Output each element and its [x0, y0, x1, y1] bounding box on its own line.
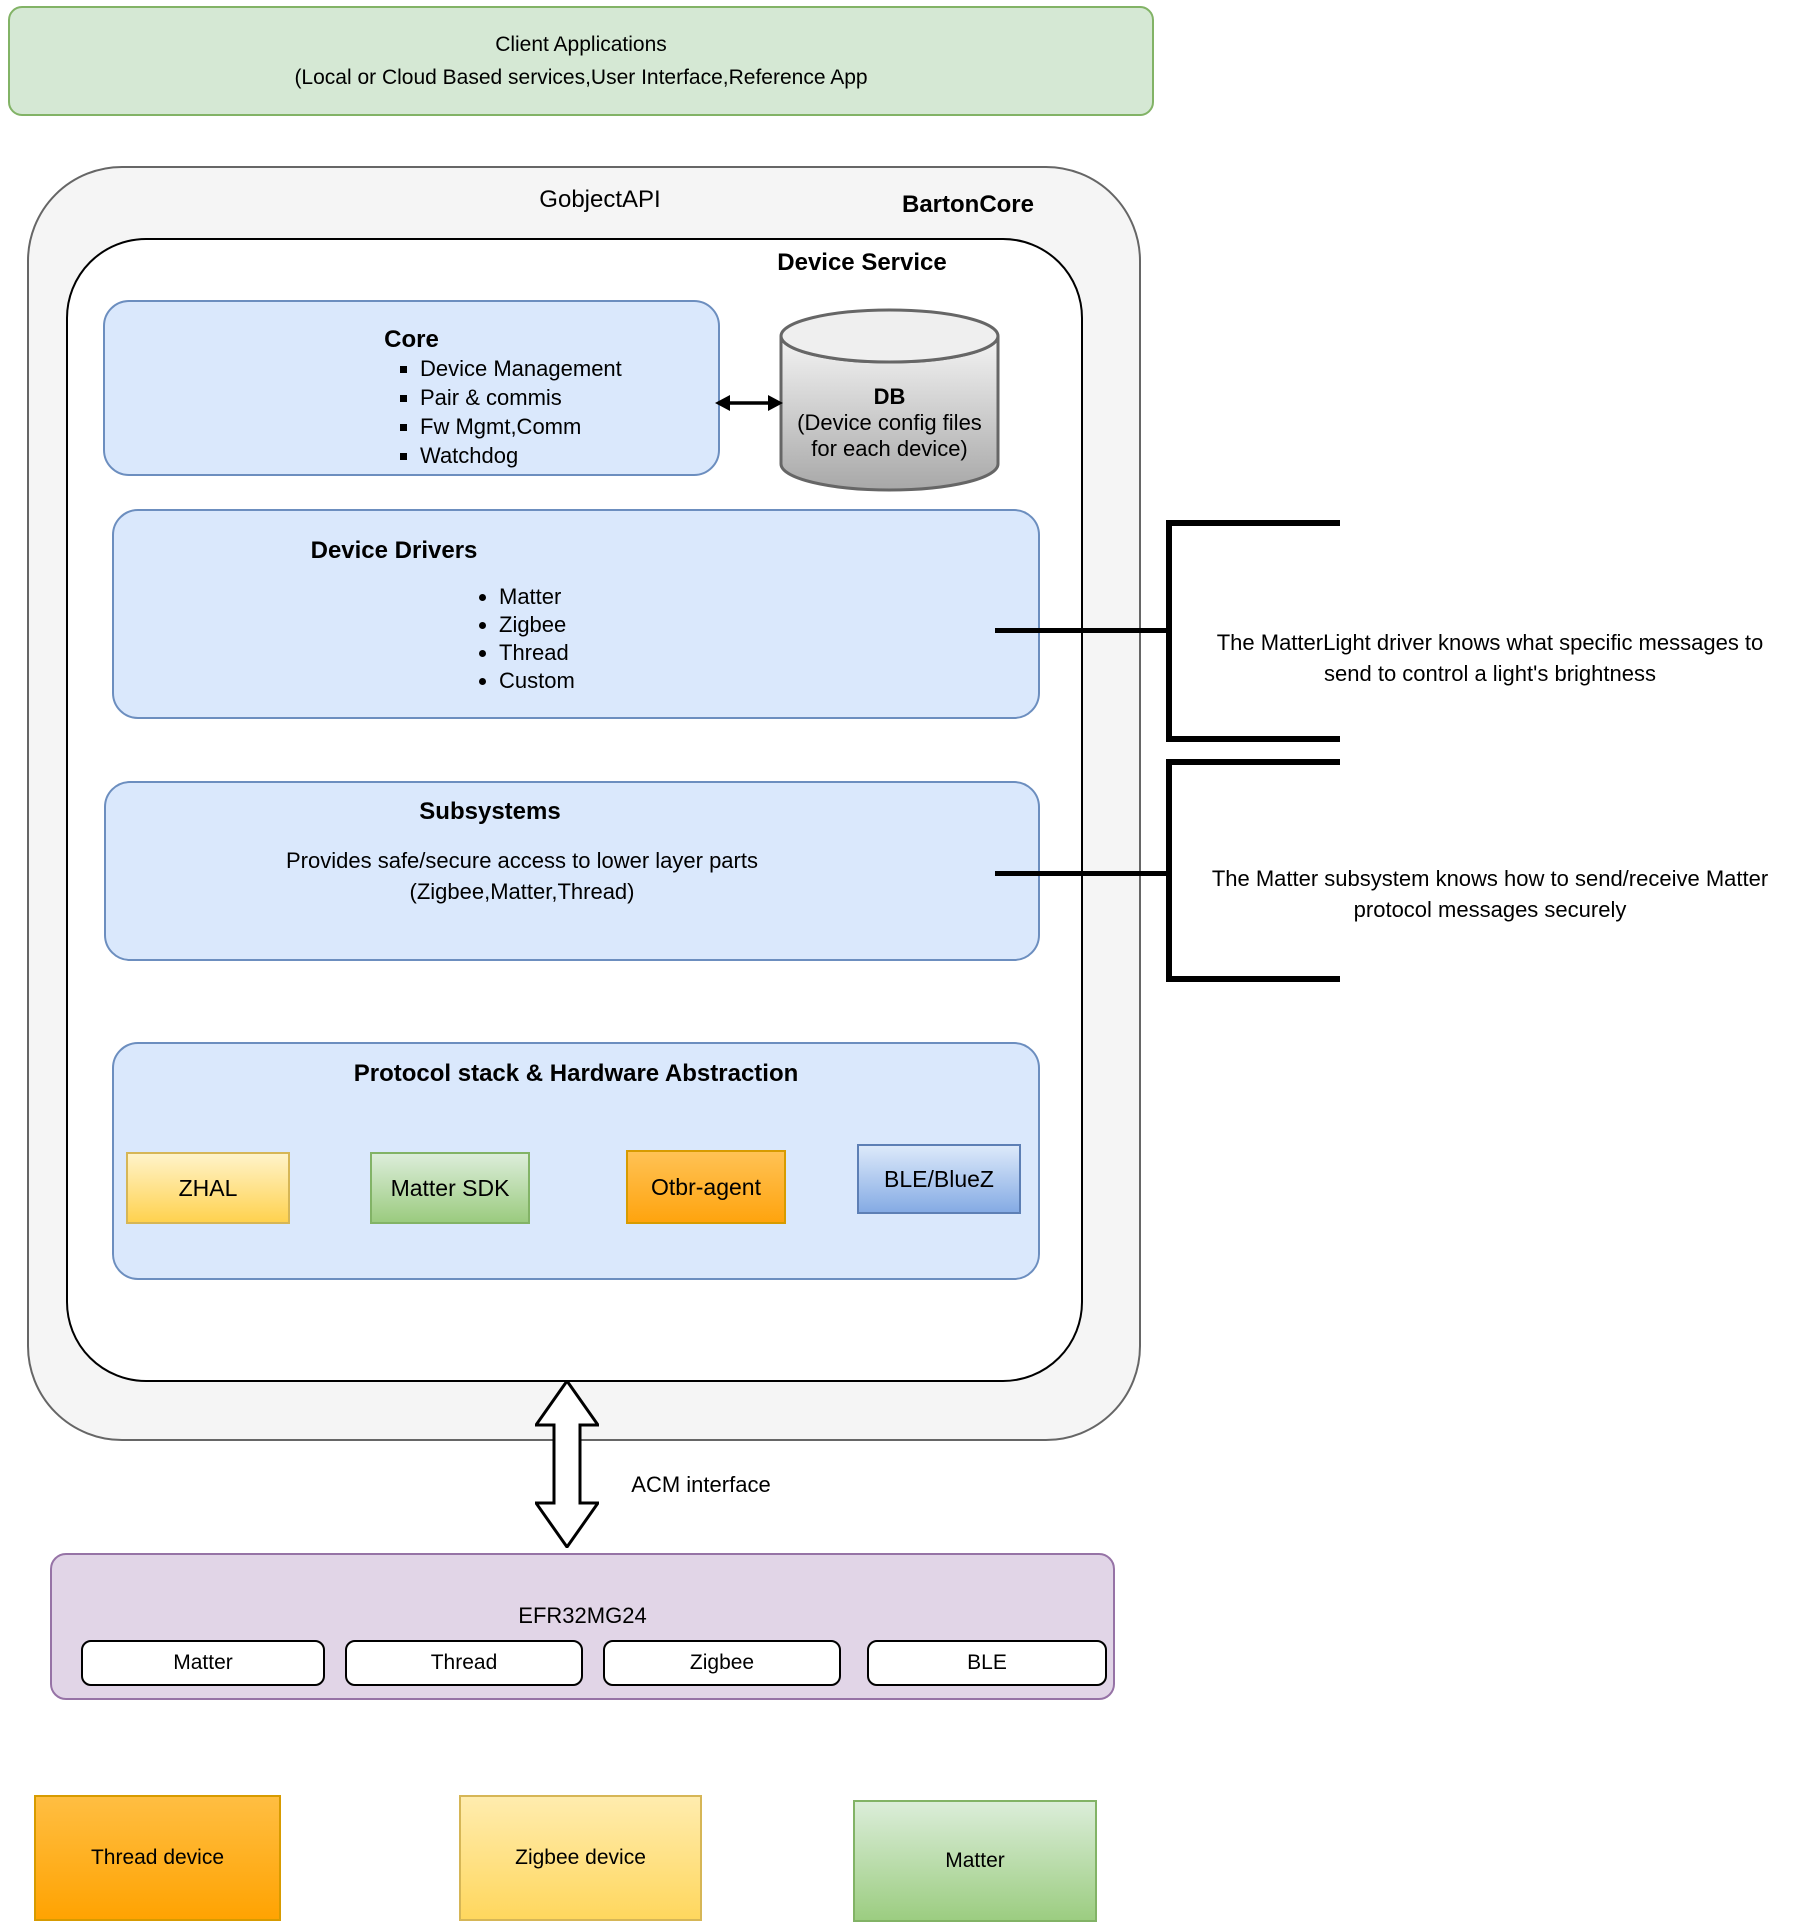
soc-slot-thread: Thread	[345, 1640, 583, 1686]
otbr-agent-chip: Otbr-agent	[626, 1150, 786, 1224]
subsystems-line2: (Zigbee,Matter,Thread)	[409, 879, 635, 904]
driver-annotation-note: The MatterLight driver knows what specif…	[1185, 627, 1795, 689]
zhal-chip: ZHAL	[126, 1152, 290, 1224]
subsystem-annotation-bracket-bottom-arm	[1166, 976, 1340, 982]
ble-bluez-chip: BLE/BlueZ	[857, 1144, 1021, 1214]
subsystem-annotation-note: The Matter subsystem knows how to send/r…	[1185, 863, 1795, 925]
core-item: Device Management	[420, 354, 622, 383]
subsystem-note-line1: The Matter subsystem knows how to send/r…	[1211, 866, 1769, 891]
driver-annotation-bracket-top-arm	[1166, 520, 1340, 526]
device-drivers-box: Device Drivers Matter Zigbee Thread Cust…	[112, 509, 1040, 719]
driver-item: Custom	[499, 667, 575, 695]
driver-item: Matter	[499, 583, 575, 611]
efr32-board-box: EFR32MG24 Matter Thread Zigbee BLE	[50, 1553, 1115, 1700]
acm-double-arrow-icon	[535, 1380, 599, 1548]
core-item: Pair & commis	[420, 383, 622, 412]
client-applications-line2: (Local or Cloud Based services,User Inte…	[294, 66, 868, 89]
driver-annotation-bracket	[1166, 520, 1172, 742]
core-db-double-arrow-icon	[715, 395, 783, 411]
matter-device-box: Matter	[853, 1800, 1097, 1922]
subsystems-box: Subsystems Provides safe/secure access t…	[104, 781, 1040, 961]
subsystem-note-line2: protocol messages securely	[1353, 897, 1627, 922]
barton-core-label: BartonCore	[901, 191, 1034, 218]
thread-device-box: Thread device	[34, 1795, 281, 1921]
subsystems-line1: Provides safe/secure access to lower lay…	[286, 848, 758, 873]
protocol-stack-box: Protocol stack & Hardware Abstraction ZH…	[112, 1042, 1040, 1280]
device-drivers-title: Device Drivers	[310, 537, 478, 564]
db-label-block: DB (Device config files for each device)	[779, 384, 1000, 462]
subsystems-title: Subsystems	[419, 798, 561, 825]
soc-slot-ble: BLE	[867, 1640, 1107, 1686]
protocol-stack-title: Protocol stack & Hardware Abstraction	[353, 1060, 799, 1087]
soc-slot-zigbee: Zigbee	[603, 1640, 841, 1686]
client-applications-box: Client Applications (Local or Cloud Base…	[8, 6, 1154, 116]
subsystem-annotation-bracket-top-arm	[1166, 759, 1340, 765]
efr32-title: EFR32MG24	[518, 1603, 647, 1628]
device-service-label: Device Service	[777, 249, 947, 276]
db-cylinder: DB (Device config files for each device)	[779, 308, 1000, 492]
core-title: Core	[384, 326, 439, 353]
core-item: Fw Mgmt,Comm	[420, 412, 622, 441]
acm-interface-label: ACM interface	[631, 1472, 771, 1497]
driver-annotation-bracket-bottom-arm	[1166, 736, 1340, 742]
core-item: Watchdog	[420, 441, 622, 470]
db-title: DB	[873, 384, 906, 409]
driver-annotation-connector-line	[995, 628, 1169, 633]
database-cylinder-icon	[779, 308, 1000, 492]
driver-note-line1: The MatterLight driver knows what specif…	[1216, 630, 1764, 655]
subsystem-annotation-bracket	[1166, 759, 1172, 982]
core-feature-list: Device Management Pair & commis Fw Mgmt,…	[390, 354, 622, 470]
soc-slot-matter: Matter	[81, 1640, 325, 1686]
gobject-api-label: GobjectAPI	[539, 186, 661, 213]
client-applications-line1: Client Applications	[495, 33, 667, 56]
device-drivers-list: Matter Zigbee Thread Custom	[469, 583, 575, 695]
driver-note-line2: send to control a light's brightness	[1324, 661, 1656, 686]
driver-item: Thread	[499, 639, 575, 667]
subsystem-annotation-connector-line	[995, 871, 1169, 876]
zigbee-device-box: Zigbee device	[459, 1795, 702, 1921]
db-line2: for each device)	[811, 436, 968, 461]
matter-sdk-chip: Matter SDK	[370, 1152, 530, 1224]
subsystems-description: Provides safe/secure access to lower lay…	[106, 845, 938, 907]
db-line1: (Device config files	[797, 410, 982, 435]
driver-item: Zigbee	[499, 611, 575, 639]
core-box: Core Device Management Pair & commis Fw …	[103, 300, 720, 476]
